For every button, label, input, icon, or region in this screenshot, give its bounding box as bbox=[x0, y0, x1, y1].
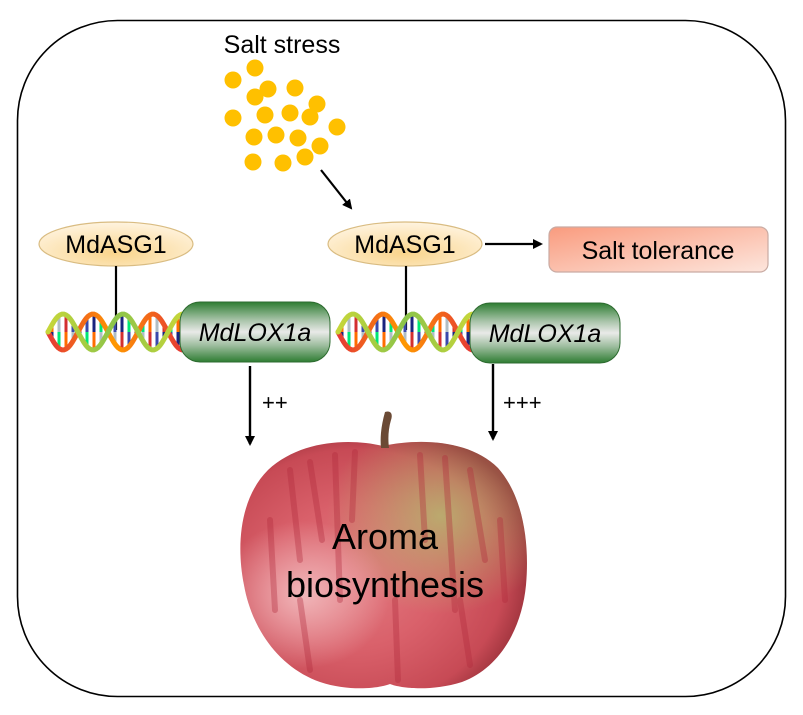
salt-particle bbox=[256, 106, 274, 124]
dna-strand bbox=[335, 311, 475, 353]
salt-particle bbox=[267, 126, 285, 144]
salt-particle bbox=[286, 79, 304, 97]
salt-particle bbox=[281, 104, 299, 122]
left-effect-label: ++ bbox=[262, 390, 288, 415]
frame-border bbox=[16, 19, 787, 698]
salt-particle bbox=[245, 128, 263, 146]
right-gene-label: MdLOX1a bbox=[489, 320, 602, 348]
salt-particle bbox=[259, 80, 277, 98]
apple-streaks bbox=[267, 449, 508, 683]
left-gene-label: MdLOX1a bbox=[199, 319, 312, 347]
salt-tolerance-box bbox=[548, 226, 769, 273]
salt-particle bbox=[224, 71, 242, 89]
apple-streak bbox=[349, 449, 358, 523]
apple-streak bbox=[297, 597, 313, 673]
apple-streak bbox=[467, 467, 488, 563]
salt-particle bbox=[246, 88, 264, 106]
right-gene-mdlox1a bbox=[469, 302, 621, 364]
salt-particle bbox=[246, 59, 264, 77]
apple-streak bbox=[307, 459, 325, 543]
apple-streak bbox=[457, 597, 473, 668]
salt-particle bbox=[301, 108, 319, 126]
apple-streak bbox=[442, 455, 458, 613]
salt-to-protein-arrow bbox=[320, 169, 353, 210]
salt-stress-label: Salt stress bbox=[224, 31, 341, 59]
salt-particle bbox=[308, 95, 326, 113]
apple-streak bbox=[392, 597, 401, 683]
dna-strand bbox=[45, 311, 185, 353]
apple-fruit-icon: Aroma biosynthesis bbox=[240, 411, 527, 689]
left-dna-helix-icon bbox=[45, 311, 185, 353]
left-gene-mdlox1a bbox=[179, 301, 331, 363]
dna-strand bbox=[335, 311, 475, 353]
salt-particle bbox=[224, 109, 242, 127]
salt-particle bbox=[289, 129, 307, 147]
salt-particle bbox=[328, 118, 346, 136]
dna-strand bbox=[45, 311, 185, 353]
right-dna-helix-icon bbox=[335, 311, 475, 353]
apple-streak bbox=[417, 452, 428, 543]
right-effect-label: +++ bbox=[503, 390, 542, 415]
left-pathway: MdASG1 MdLOX1a ++ bbox=[38, 221, 331, 446]
salt-particles bbox=[224, 59, 346, 172]
salt-particle bbox=[244, 153, 262, 171]
aroma-label: Aroma bbox=[332, 516, 439, 557]
apple-streak bbox=[497, 517, 508, 603]
apple-streak bbox=[267, 517, 278, 613]
right-pathway: MdASG1 MdLOX1a +++ Salt tolerance bbox=[327, 221, 769, 441]
apple-streak bbox=[287, 467, 303, 563]
left-protein-label: MdASG1 bbox=[65, 231, 166, 259]
salt-particle bbox=[274, 154, 292, 172]
salt-tolerance-label: Salt tolerance bbox=[582, 237, 735, 265]
apple-stem-icon bbox=[380, 411, 392, 448]
apple-streak bbox=[332, 452, 343, 603]
salt-particle bbox=[296, 148, 314, 166]
biosynthesis-label: biosynthesis bbox=[286, 564, 484, 605]
right-protein-label: MdASG1 bbox=[354, 231, 455, 259]
salt-particle bbox=[311, 137, 329, 155]
